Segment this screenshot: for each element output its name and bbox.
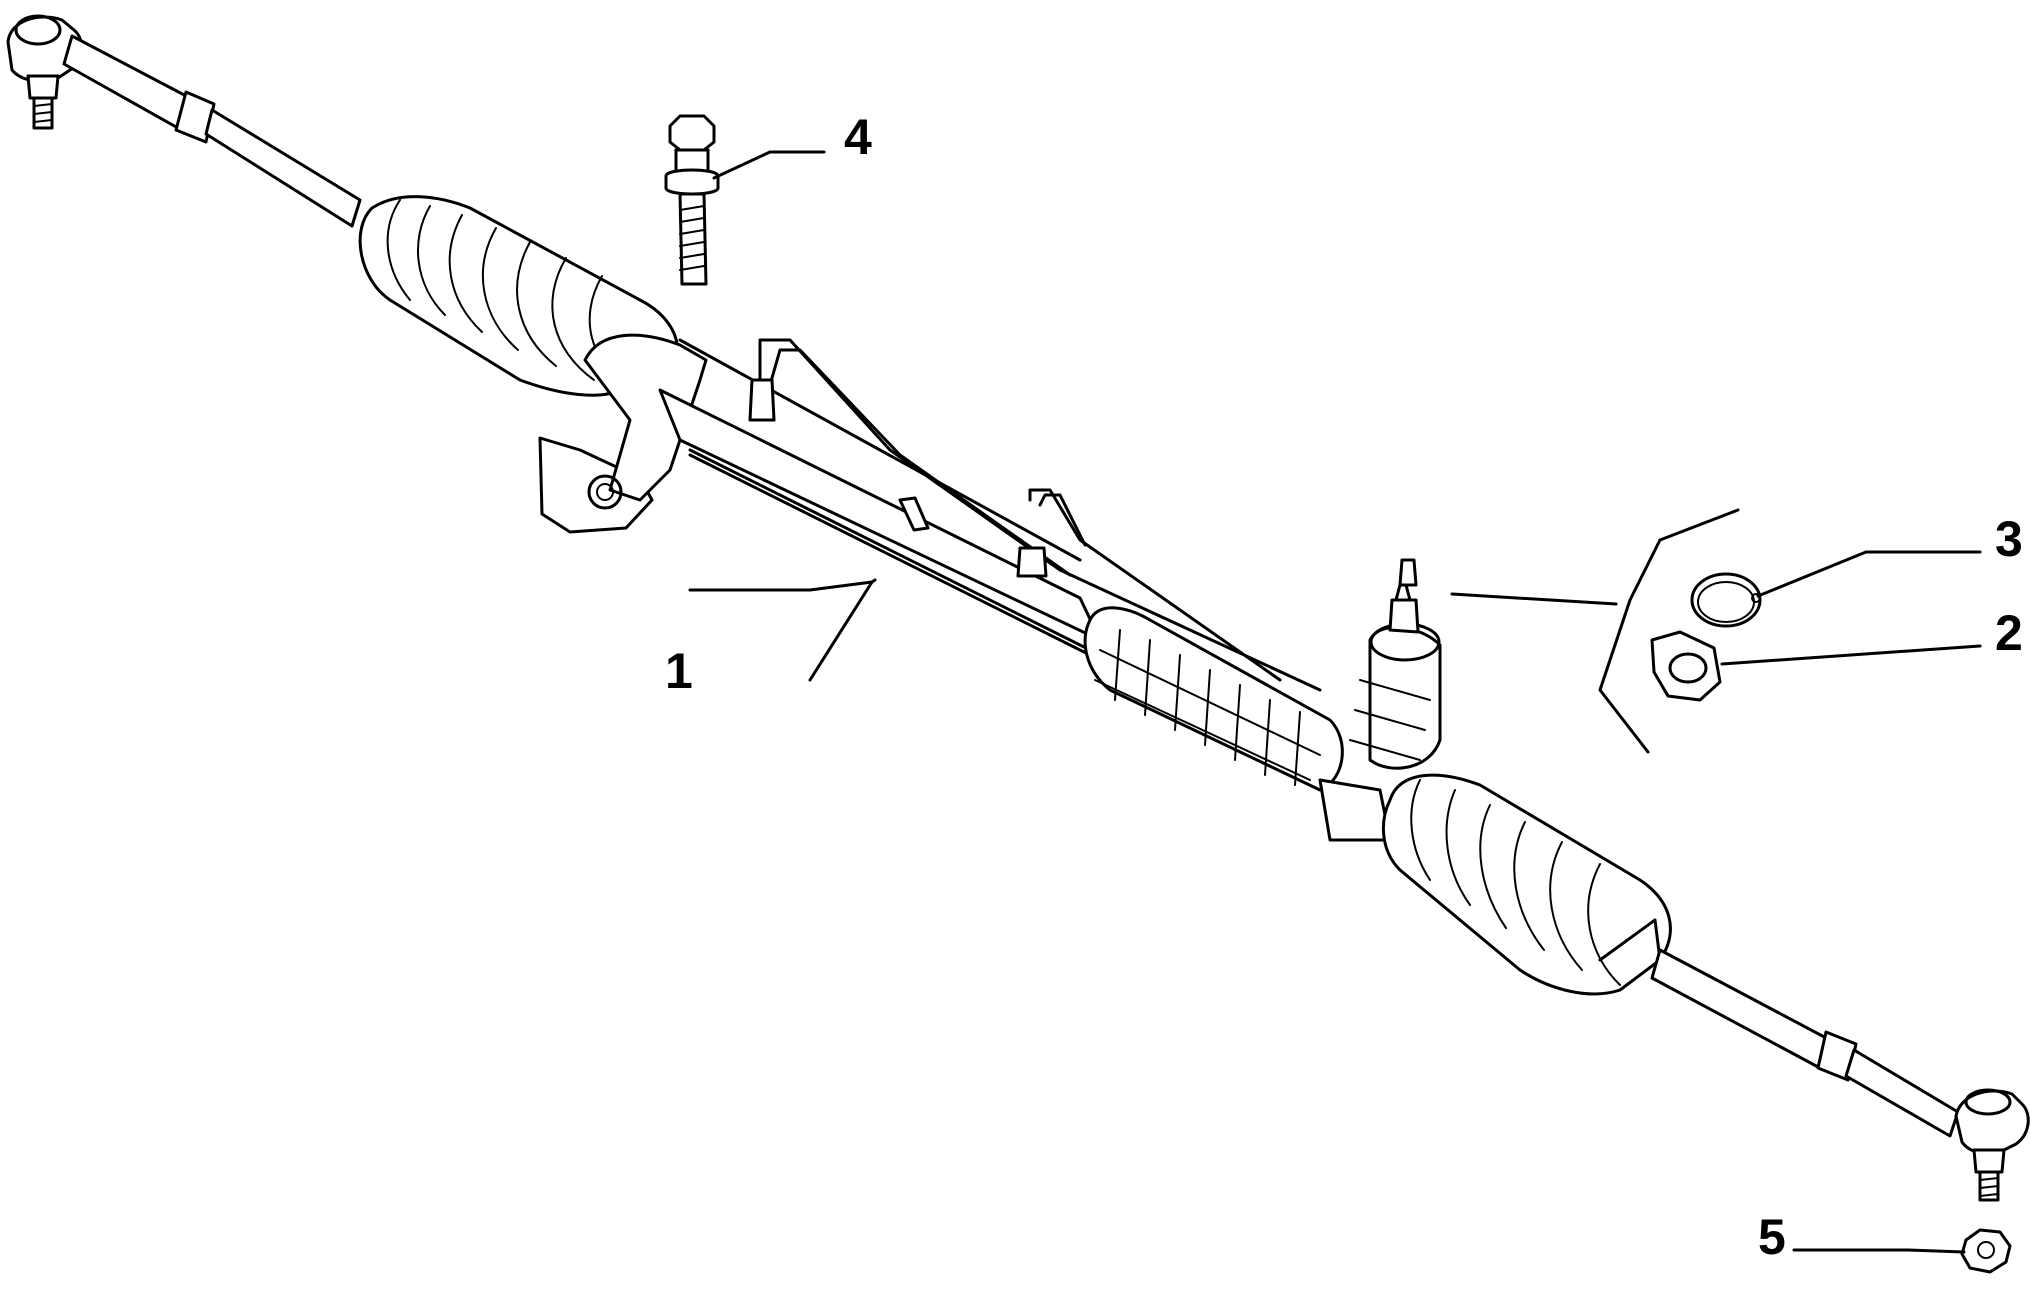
leader-1 — [688, 578, 877, 592]
pinion-housing — [1318, 558, 1442, 842]
right-tie-rod — [1650, 948, 1960, 1138]
nut-part-5 — [1960, 1228, 2012, 1274]
group-leader — [1450, 592, 1618, 606]
leader-1b — [808, 580, 874, 682]
left-mounting-bracket — [538, 333, 708, 534]
leader-2 — [1720, 644, 1982, 666]
valve-section — [1083, 606, 1344, 792]
rack-housing — [658, 338, 1102, 657]
left-tie-rod — [62, 34, 362, 228]
right-bellows-boot — [1381, 773, 1672, 996]
hydraulic-lines — [748, 338, 1322, 692]
left-tie-rod-end — [6, 14, 84, 130]
group-bracket — [1598, 508, 1740, 754]
right-tie-rod-end — [1954, 1088, 2030, 1202]
circlip-part-3 — [1690, 572, 1762, 628]
seal-part-2 — [1650, 630, 1722, 702]
bolt-part-4 — [664, 114, 720, 286]
callout-3: 3 — [1995, 511, 2023, 567]
callout-2: 2 — [1995, 605, 2023, 661]
callout-5: 5 — [1758, 1209, 1786, 1265]
leader-4 — [712, 150, 826, 180]
leader-5 — [1792, 1248, 1966, 1254]
leader-3 — [1756, 550, 1982, 598]
callout-1: 1 — [665, 643, 693, 699]
callout-4: 4 — [844, 109, 872, 165]
